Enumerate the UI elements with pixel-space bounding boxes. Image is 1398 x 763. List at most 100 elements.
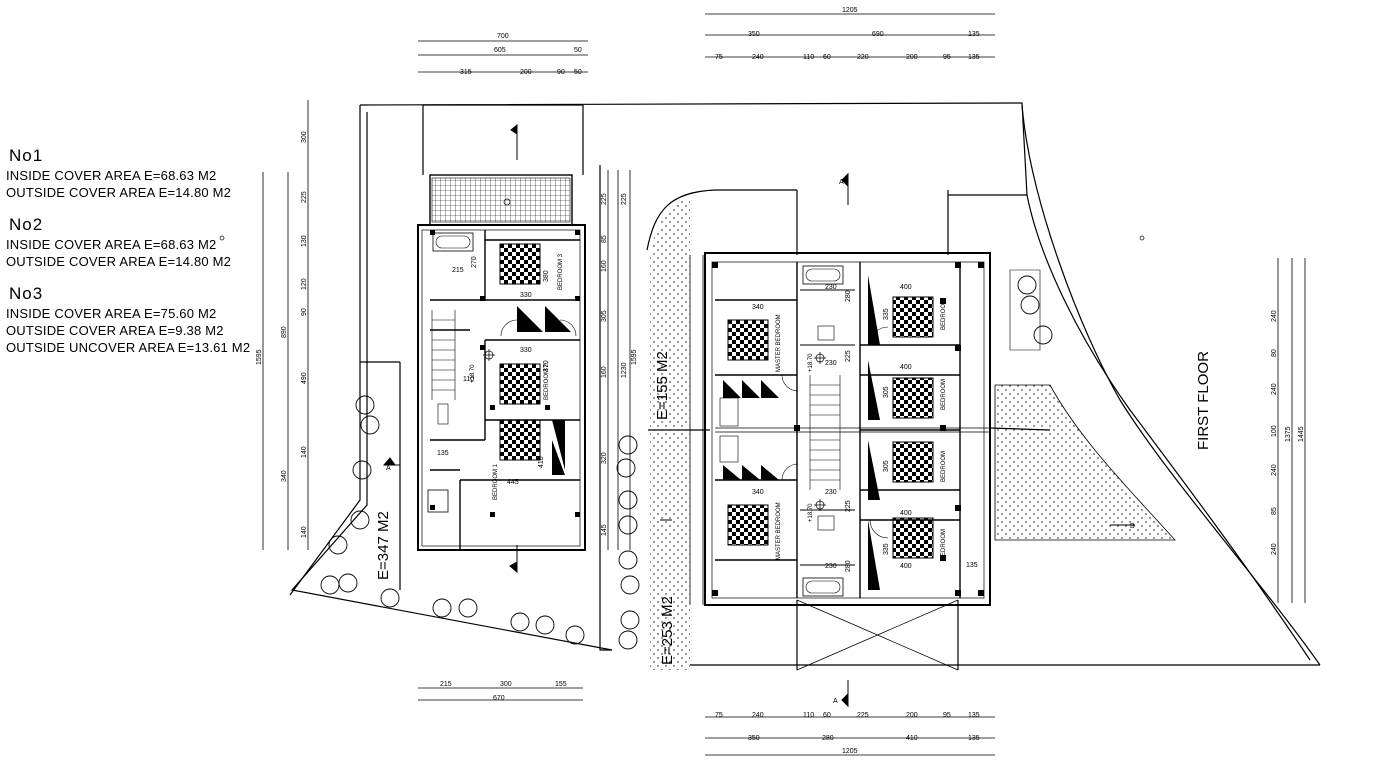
- dim-left-top-90: 90: [557, 69, 565, 76]
- unit-1-block: No1 INSIDE COVER AREA E=68.63 M2 OUTSIDE…: [6, 146, 286, 201]
- dim-interior-340b: 340: [752, 489, 764, 496]
- plot-area-mid: E=155 M2: [654, 351, 671, 420]
- unit-3-title: No3: [9, 284, 44, 303]
- dim-interior-230c: 230: [825, 489, 837, 496]
- landscape-trees: [320, 275, 1053, 650]
- plot-area-left: E=347 M2: [375, 511, 392, 580]
- unit-2-block: No2 INSIDE COVER AREA E=68.63 M2 OUTSIDE…: [6, 215, 286, 270]
- unit-1-title: No1: [9, 146, 44, 165]
- dim-right-bottom-240: 240: [752, 712, 764, 719]
- dim-right-bottom-280: 280: [822, 735, 834, 742]
- dim-interior-340a: 340: [752, 304, 764, 311]
- dim-right-top-110: 110: [803, 54, 814, 61]
- dim-interior-410: 410: [538, 456, 545, 468]
- left-beds: [499, 243, 571, 475]
- dim-interior-230d: 230: [825, 563, 837, 570]
- dim-left-vertical-300: 300: [301, 131, 308, 143]
- dim-interior-280a: 280: [845, 290, 852, 302]
- room-bedroom-a: BEDROOM: [941, 299, 947, 330]
- dim-right-top-240: 240: [752, 54, 764, 61]
- dim-left-bottom-215: 215: [440, 681, 452, 688]
- dim-right-bottom-95: 95: [943, 712, 951, 719]
- dim-mid-vertical-160b: 160: [601, 366, 608, 378]
- unit-2-inside-area: INSIDE COVER AREA E=68.63 M2: [6, 237, 217, 252]
- dim-mid-vertical-1230: 1230: [621, 362, 628, 378]
- dim-interior-270: 270: [471, 256, 478, 268]
- yard-hatch: [994, 384, 1176, 541]
- dim-right-bottom-135b: 135: [968, 735, 980, 742]
- dim-right-vertical-85: 85: [1271, 507, 1278, 515]
- plot-area-bottom: E=253 M2: [659, 596, 676, 665]
- dim-interior-305b: 305: [883, 460, 890, 472]
- unit-1-outside-area: OUTSIDE COVER AREA E=14.80 M2: [6, 185, 232, 200]
- room-bedroom-1: BEDROOM 1: [493, 463, 499, 500]
- dim-interior-335b: 335: [883, 543, 890, 555]
- area-notes: No1 INSIDE COVER AREA E=68.63 M2 OUTSIDE…: [6, 146, 286, 370]
- room-bedroom-d: BEDROOM: [941, 529, 947, 560]
- dim-right-vertical-240d: 240: [1271, 543, 1278, 555]
- dim-interior-225a: 225: [845, 350, 852, 362]
- unit-3-outside-area: OUTSIDE COVER AREA E=9.38 M2: [6, 323, 224, 338]
- dim-interior-110: 110: [463, 376, 474, 383]
- floor-label: FIRST FLOOR: [1195, 351, 1212, 450]
- dim-left-bottom-total: 670: [493, 695, 505, 702]
- dim-interior-400b: 400: [900, 364, 912, 371]
- room-master-bedroom-bottom: MASTER BEDROOM: [776, 502, 782, 560]
- dim-interior-400d: 400: [900, 563, 912, 570]
- dim-right-vertical-80: 80: [1271, 349, 1278, 357]
- dim-right-top-75: 75: [715, 54, 723, 61]
- room-bedroom-2: BEDROOM 2: [544, 363, 550, 400]
- dim-right-bottom-410: 410: [906, 735, 918, 742]
- dim-interior-230a: 230: [825, 284, 837, 291]
- dim-right-top-200: 200: [906, 54, 918, 61]
- dim-mid-vertical-85: 85: [601, 235, 608, 243]
- dim-right-bottom-75: 75: [715, 712, 723, 719]
- room-bedroom-3: BEDROOM 3: [558, 253, 564, 290]
- section-markers: [382, 123, 1135, 708]
- dim-interior-135: 135: [437, 450, 449, 457]
- dim-left-vertical-total: 1595: [256, 349, 263, 365]
- dim-right-top-95: 95: [943, 54, 951, 61]
- room-bedroom-b: BEDROOM: [941, 379, 947, 410]
- dim-right-bottom-60: 60: [823, 712, 831, 719]
- dim-left-top-200: 200: [520, 69, 532, 76]
- garden-strip-hatch: [650, 198, 690, 670]
- room-bedroom-c: BEDROOM: [941, 451, 947, 482]
- unit-3-outside-uncover-area: OUTSIDE UNCOVER AREA E=13.61 M2: [6, 340, 251, 355]
- section-label-top: A: [839, 179, 844, 186]
- level-right-bottom: +18.70: [808, 503, 814, 522]
- level-right-top: +18.70: [808, 353, 814, 372]
- dim-right-bottom-200: 200: [906, 712, 918, 719]
- dim-interior-445: 445: [507, 479, 519, 486]
- dim-interior-370: 370: [543, 360, 550, 372]
- plan-labels: FIRST FLOOR E=347 M2 E=155 M2 E=253 M2 +…: [256, 7, 1305, 755]
- dim-interior-330b: 330: [520, 347, 532, 354]
- right-beds: [723, 275, 934, 590]
- dim-right-bottom-110: 110: [803, 712, 814, 719]
- dim-right-vertical-240b: 240: [1271, 383, 1278, 395]
- dim-mid-vertical-320: 320: [601, 452, 608, 464]
- dim-right-bottom-135: 135: [968, 712, 980, 719]
- right-building: [704, 252, 991, 606]
- dim-mid-vertical-225b: 225: [621, 193, 628, 205]
- dim-interior-335a: 335: [883, 308, 890, 320]
- room-master-bedroom-top: MASTER BEDROOM: [776, 314, 782, 372]
- dim-interior-215: 215: [452, 267, 464, 274]
- dim-right-top-60: 60: [823, 54, 831, 61]
- dim-right-vertical-total: 1445: [1298, 426, 1305, 442]
- dim-right-bottom-225: 225: [857, 712, 869, 719]
- dim-left-top-315: 315: [460, 69, 472, 76]
- section-label-right: B: [1130, 523, 1135, 530]
- dim-right-top-135b: 135: [968, 54, 980, 61]
- dim-interior-400a: 400: [900, 284, 912, 291]
- dimension-lines: [262, 13, 1306, 756]
- dim-left-vertical-225: 225: [301, 191, 308, 203]
- dim-mid-vertical-145: 145: [601, 524, 608, 536]
- dim-right-top-total: 1205: [842, 7, 858, 14]
- dim-left-vertical-inner: 890: [281, 326, 288, 338]
- section-label-left: A: [386, 465, 391, 472]
- unit-3-inside-area: INSIDE COVER AREA E=75.60 M2: [6, 306, 217, 321]
- dim-mid-vertical-1595: 1595: [631, 349, 638, 365]
- dim-right-top-690: 690: [872, 31, 884, 38]
